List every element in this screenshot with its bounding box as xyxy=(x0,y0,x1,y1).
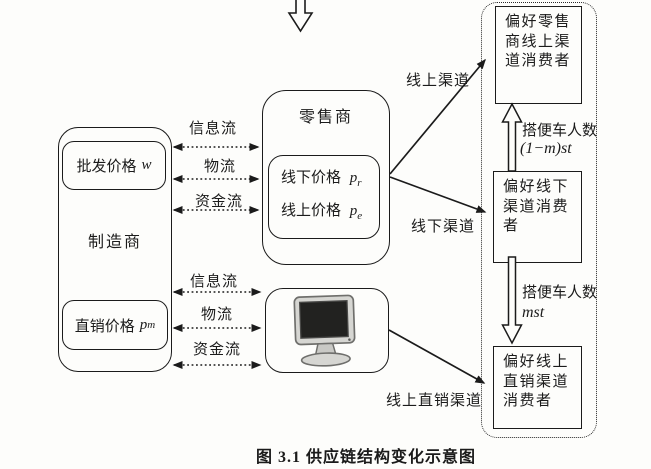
consumer-box-retailer-online: 偏好零售商线上渠道消费者 xyxy=(495,6,582,104)
consumer-box-online-direct: 偏好线上直销渠道消费者 xyxy=(493,346,582,429)
free-riding-formula-upper: (1−m)st xyxy=(520,140,572,157)
online-price-row: 线上价格 pe xyxy=(281,197,362,230)
computer-box xyxy=(265,288,389,373)
free-riding-formula-lower: mst xyxy=(522,304,545,321)
consumer-box-offline: 偏好线下渠道消费者 xyxy=(493,171,582,263)
online-price-subscript: e xyxy=(357,210,363,222)
offline-price-label: 线下价格 xyxy=(281,170,342,186)
channel-label-online: 线上渠道 xyxy=(406,73,471,89)
flow-label-capital-upper: 资金流 xyxy=(195,194,244,210)
flow-label-capital-lower: 资金流 xyxy=(193,342,242,358)
flow-label-information-upper: 信息流 xyxy=(189,121,238,137)
wholesale-price-label: 批发价格 xyxy=(76,159,137,175)
figure-caption: 图 3.1 供应链结构变化示意图 xyxy=(256,449,477,466)
free-riding-label-lower: 搭便车人数 xyxy=(522,285,598,301)
offline-price-symbol: p xyxy=(349,170,358,186)
channel-label-offline: 线下渠道 xyxy=(411,219,476,235)
online-direct-channel-arrow xyxy=(388,329,486,384)
online-price-symbol: p xyxy=(349,203,358,219)
consumers-container xyxy=(481,2,597,438)
direct-price-label: 直销价格 xyxy=(74,318,135,335)
manufacturer-title: 制造商 xyxy=(87,234,142,251)
online-price-label: 线上价格 xyxy=(281,203,342,219)
offline-channel-arrow xyxy=(389,176,487,213)
free-riding-label-upper: 搭便车人数 xyxy=(522,123,598,139)
scenario-change-arrow-icon xyxy=(287,0,314,33)
retailer-price-box: 线下价格 pr 线上价格 pe xyxy=(268,155,380,239)
flow-label-logistics-lower: 物流 xyxy=(201,307,234,323)
offline-price-row: 线下价格 pr xyxy=(281,164,362,197)
direct-price-subscript: m xyxy=(147,319,156,331)
flow-label-information-lower: 信息流 xyxy=(190,274,239,290)
channel-label-online-direct: 线上直销渠道 xyxy=(386,393,483,409)
direct-price-symbol: p xyxy=(139,316,148,333)
flow-label-logistics-upper: 物流 xyxy=(204,159,237,175)
monitor-icon xyxy=(293,294,356,367)
offline-price-subscript: r xyxy=(357,177,362,189)
wholesale-price-symbol: w xyxy=(141,157,152,173)
retailer-title: 零售商 xyxy=(298,109,353,126)
